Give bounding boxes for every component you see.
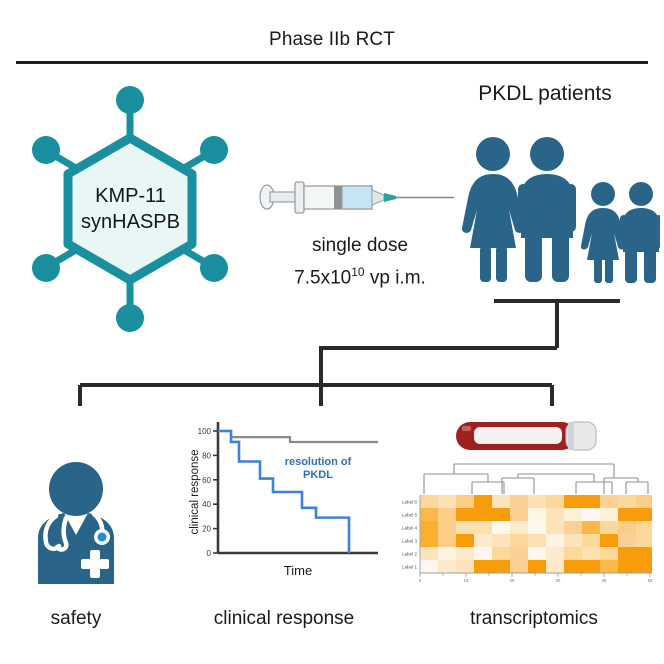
virus-particle-icon <box>32 86 228 332</box>
cohort-heading: PKDL patients <box>478 82 612 105</box>
patient-group-icon <box>461 137 660 283</box>
chart-y-tick-labels: 0 20 40 60 80 100 <box>198 427 212 558</box>
page-title: Phase IIb RCT <box>269 29 395 50</box>
svg-text:0: 0 <box>207 549 212 558</box>
heatmap-row <box>420 508 652 521</box>
dose-line1: single dose <box>311 235 409 256</box>
figure-adult-man <box>518 137 576 282</box>
svg-text:60: 60 <box>202 476 211 485</box>
svg-text:Label 1: Label 1 <box>402 565 418 570</box>
svg-text:Label 2: Label 2 <box>402 552 418 557</box>
svg-text:50: 50 <box>648 578 653 583</box>
heatmap-row <box>420 521 652 534</box>
heatmap-dendrogram-icon: 0 10 20 30 40 50 Label 6 Label 5 Label 4… <box>402 421 653 583</box>
svg-text:80: 80 <box>202 451 211 460</box>
chart-y-axis-label: clinical response <box>189 449 201 534</box>
svg-text:Label 4: Label 4 <box>402 526 418 531</box>
dose-caption: single dose 7.5x1010 vp i.m. <box>252 232 468 291</box>
svg-text:Label 5: Label 5 <box>402 513 418 518</box>
heatmap-row <box>420 495 652 508</box>
chart-annotation-line1: resolution of <box>285 456 352 468</box>
outcome-label-transcriptomics: transcriptomics <box>470 608 598 629</box>
svg-text:Label 3: Label 3 <box>402 539 418 544</box>
svg-text:100: 100 <box>198 427 212 436</box>
dendrogram <box>423 463 649 494</box>
chart-annotation: resolution of PKDL <box>285 456 352 481</box>
figure-adult-woman <box>461 137 525 282</box>
chart-series-control <box>218 429 378 444</box>
chart-annotation-line2: PKDL <box>303 469 333 481</box>
heatmap-grid <box>420 495 652 573</box>
heatmap-row <box>420 560 652 573</box>
title-divider <box>16 61 648 64</box>
heatmap-row <box>420 534 652 547</box>
syringe-icon <box>259 181 454 214</box>
svg-text:30: 30 <box>556 578 561 583</box>
chart-series-resolution <box>218 429 351 553</box>
chart-x-axis-label: Time <box>284 563 312 578</box>
dose-amount-exponent: 10 <box>351 265 365 279</box>
doctor-stethoscope-icon <box>38 462 114 584</box>
svg-text:20: 20 <box>510 578 515 583</box>
svg-text:40: 40 <box>602 578 607 583</box>
flow-connectors <box>78 299 620 406</box>
heatmap-row <box>420 547 652 560</box>
heatmap-x-tick-labels: 0 10 20 30 40 50 <box>419 578 653 583</box>
blood-collection-tube-icon <box>456 421 597 451</box>
svg-text:Label 6: Label 6 <box>402 500 418 505</box>
heatmap-row-labels: Label 6 Label 5 Label 4 Label 3 Label 2 … <box>402 500 418 570</box>
kaplan-meier-chart-icon: 0 20 40 60 80 100 clinical response Time… <box>189 422 378 578</box>
svg-text:40: 40 <box>202 500 211 509</box>
dose-amount-base: 7.5x10 <box>294 267 352 289</box>
figure-child-girl <box>580 182 626 283</box>
dose-amount-suffix: vp i.m. <box>364 267 426 289</box>
svg-text:10: 10 <box>464 578 469 583</box>
svg-text:0: 0 <box>419 578 422 583</box>
outcome-label-safety: safety <box>50 608 102 629</box>
dose-amount: 7.5x1010 vp i.m. <box>252 259 468 291</box>
svg-text:20: 20 <box>202 525 211 534</box>
outcome-label-clinical-response: clinical response <box>213 608 355 629</box>
figure-child-boy <box>620 182 660 283</box>
